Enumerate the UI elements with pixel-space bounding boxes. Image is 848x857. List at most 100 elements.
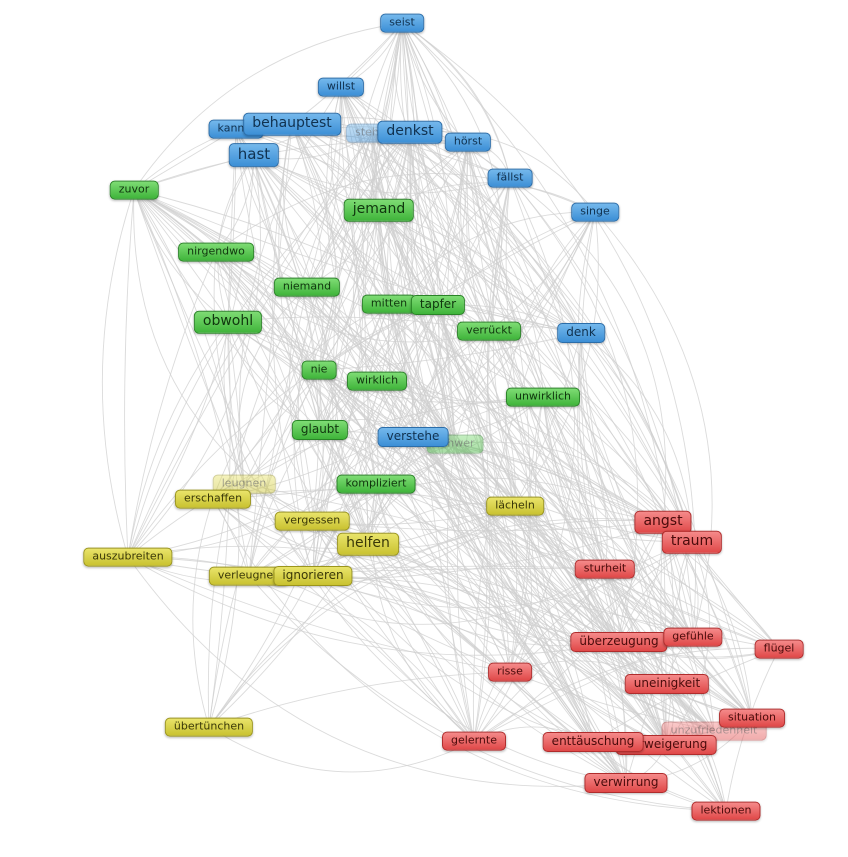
graph-edge bbox=[340, 86, 780, 650]
node-vergessen[interactable]: vergessen bbox=[274, 511, 350, 531]
graph-edge bbox=[376, 380, 693, 543]
graph-edge bbox=[388, 211, 596, 305]
graph-edge bbox=[253, 154, 582, 334]
graph-edge bbox=[215, 251, 516, 507]
graph-edge bbox=[401, 22, 674, 746]
node-unwirklich[interactable]: unwirklich bbox=[505, 387, 581, 407]
node-willst[interactable]: willst bbox=[317, 77, 365, 97]
node-hast[interactable]: hast bbox=[228, 143, 280, 167]
graph-edge bbox=[437, 304, 620, 643]
graph-edge bbox=[371, 132, 627, 784]
graph-edge bbox=[253, 154, 390, 305]
graph-edge bbox=[340, 86, 511, 673]
node-gelernte[interactable]: gelernte bbox=[442, 731, 506, 751]
node-hoerst[interactable]: hörst bbox=[444, 132, 492, 152]
node-wirklich[interactable]: wirklich bbox=[346, 371, 408, 391]
node-fluegel[interactable]: flügel bbox=[754, 639, 804, 659]
node-ueberzeugung[interactable]: überzeugung bbox=[570, 632, 668, 652]
graph-edge bbox=[101, 189, 135, 558]
graph-edge bbox=[291, 123, 620, 643]
graph-edge bbox=[333, 132, 475, 742]
graph-edge bbox=[215, 173, 596, 253]
node-behauptest[interactable]: behauptest bbox=[243, 112, 341, 136]
graph-edge bbox=[401, 22, 511, 179]
node-nie[interactable]: nie bbox=[301, 360, 337, 380]
graph-edge bbox=[227, 321, 245, 485]
node-niemand[interactable]: niemand bbox=[273, 277, 341, 297]
graph-edge bbox=[212, 303, 390, 500]
node-situation[interactable]: situation bbox=[719, 708, 785, 728]
graph-edge bbox=[509, 177, 727, 812]
node-laecheln[interactable]: lächeln bbox=[486, 496, 544, 516]
graph-edge bbox=[248, 568, 606, 625]
node-glaubt[interactable]: glaubt bbox=[291, 420, 349, 440]
node-enttaeuschung[interactable]: enttäuschung bbox=[542, 732, 644, 752]
node-auszubreiten[interactable]: auszubreiten bbox=[83, 547, 173, 567]
graph-edge bbox=[208, 86, 365, 728]
graph-edge bbox=[208, 131, 412, 728]
graph-edge bbox=[243, 304, 439, 485]
graph-edge bbox=[409, 131, 667, 746]
graph-edge bbox=[208, 726, 475, 773]
node-denk[interactable]: denk bbox=[557, 323, 605, 343]
graph-edge bbox=[375, 483, 594, 743]
node-gefuehle[interactable]: gefühle bbox=[663, 627, 723, 647]
graph-edge bbox=[473, 647, 780, 742]
node-verleugnen[interactable]: verleugnen bbox=[208, 566, 290, 586]
graph-edge bbox=[253, 154, 582, 334]
graph-edge bbox=[208, 369, 320, 728]
graph-edge bbox=[248, 211, 596, 577]
node-faellst[interactable]: fällst bbox=[487, 168, 533, 188]
graph-edge bbox=[133, 22, 403, 191]
graph-edge bbox=[509, 177, 694, 638]
graph-edge bbox=[472, 211, 596, 742]
node-traum[interactable]: traum bbox=[661, 530, 723, 554]
graph-edge bbox=[318, 369, 693, 543]
node-verrueckt[interactable]: verrückt bbox=[457, 321, 521, 341]
graph-edge bbox=[509, 177, 575, 673]
graph-edge bbox=[473, 541, 693, 742]
graph-edge bbox=[487, 177, 627, 784]
node-obwohl[interactable]: obwohl bbox=[193, 310, 263, 334]
graph-edge bbox=[312, 304, 439, 577]
node-erschaffen[interactable]: erschaffen bbox=[174, 489, 252, 509]
node-singe[interactable]: singe bbox=[571, 202, 619, 222]
graph-edge bbox=[401, 22, 502, 332]
node-lektionen[interactable]: lektionen bbox=[691, 801, 761, 821]
graph-edge bbox=[235, 128, 693, 543]
node-tapfer[interactable]: tapfer bbox=[410, 295, 466, 315]
node-seist[interactable]: seist bbox=[380, 13, 424, 33]
graph-edge bbox=[409, 131, 693, 543]
node-leugnen[interactable]: leugnen bbox=[212, 474, 276, 494]
graph-edge bbox=[133, 189, 245, 485]
node-jemand[interactable]: jemand bbox=[343, 198, 415, 222]
node-verstehe[interactable]: verstehe bbox=[377, 427, 449, 447]
graph-edge bbox=[371, 132, 693, 543]
graph-edge bbox=[223, 321, 245, 485]
graph-edge bbox=[473, 568, 606, 742]
node-sturheit[interactable]: sturheit bbox=[574, 559, 636, 579]
graph-edge bbox=[312, 575, 667, 746]
graph-edge bbox=[243, 483, 475, 742]
node-nirgendwo[interactable]: nirgendwo bbox=[178, 242, 254, 262]
node-uneinigkeit[interactable]: uneinigkeit bbox=[624, 674, 710, 694]
graph-edge bbox=[289, 132, 373, 522]
graph-edge bbox=[376, 380, 753, 719]
graph-edge bbox=[215, 251, 321, 431]
node-risse[interactable]: risse bbox=[488, 662, 532, 682]
node-denkst[interactable]: denkst bbox=[377, 120, 443, 144]
graph-edge bbox=[473, 505, 532, 742]
graph-edge bbox=[306, 86, 342, 288]
node-zuvor[interactable]: zuvor bbox=[109, 180, 159, 200]
graph-edge bbox=[580, 211, 667, 746]
graph-edge bbox=[378, 209, 456, 445]
node-ignorieren[interactable]: ignorieren bbox=[273, 566, 353, 586]
graph-edge bbox=[215, 251, 369, 545]
node-kompliziert[interactable]: kompliziert bbox=[336, 474, 416, 494]
node-verwirrung[interactable]: verwirrung bbox=[584, 773, 668, 793]
node-mitten[interactable]: mitten bbox=[361, 294, 417, 314]
graph-edge bbox=[401, 22, 582, 334]
node-helfen[interactable]: helfen bbox=[337, 532, 399, 556]
graph-edge bbox=[312, 22, 403, 577]
node-uebertuenchen[interactable]: übertünchen bbox=[164, 717, 254, 737]
